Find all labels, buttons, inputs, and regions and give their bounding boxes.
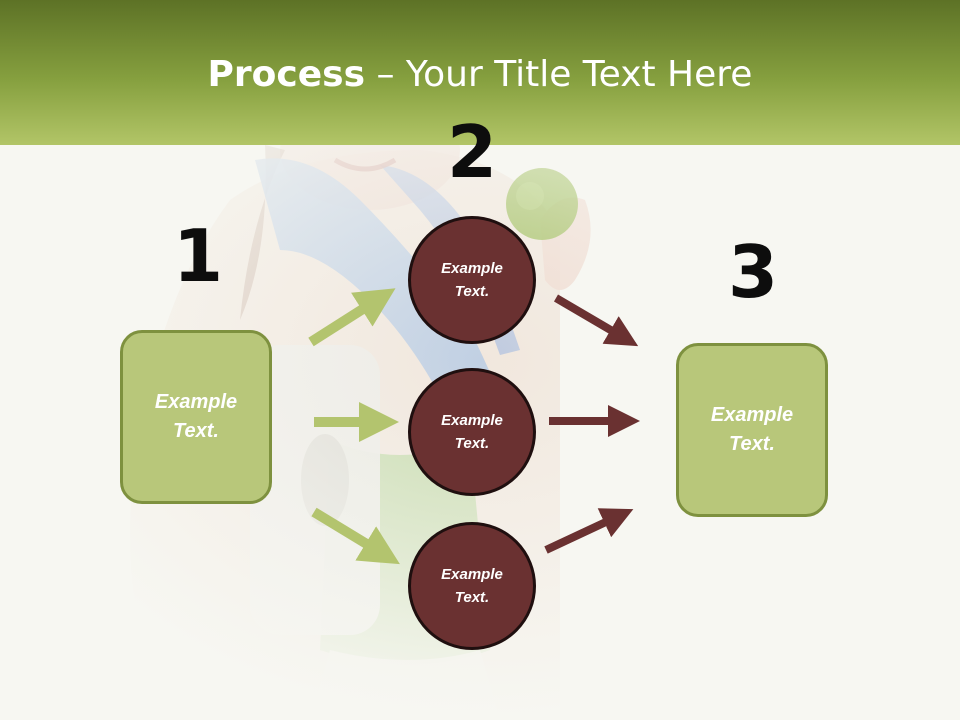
step-number-3: 3 (727, 230, 779, 314)
slide-title: Process – Your Title Text Here (0, 52, 960, 98)
step-1-label: Example Text. (154, 391, 238, 442)
title-rest-part: – Your Title Text Here (365, 54, 753, 95)
arrow-dark-up (544, 508, 634, 554)
step-number-1: 1 (172, 214, 224, 298)
step-1-box: Example Text. (120, 330, 272, 504)
step-3-box: Example Text. (676, 343, 828, 517)
step-3-label: Example Text. (710, 404, 794, 455)
step-2-circle-middle: Example Text. (408, 368, 536, 496)
step-2-circle-top: Example Text. (408, 216, 536, 344)
arrow-green-down (311, 507, 400, 565)
circle-bottom-label: Example Text. (441, 566, 503, 606)
circle-top-label: Example Text. (441, 260, 503, 300)
arrow-green-up (308, 288, 396, 347)
step-number-2: 2 (446, 110, 498, 194)
step-2-circle-bottom: Example Text. (408, 522, 536, 650)
title-bar: Process – Your Title Text Here (0, 0, 960, 145)
title-bold-part: Process (207, 54, 366, 95)
circle-middle-label: Example Text. (441, 412, 503, 452)
arrow-dark-down (553, 294, 639, 347)
